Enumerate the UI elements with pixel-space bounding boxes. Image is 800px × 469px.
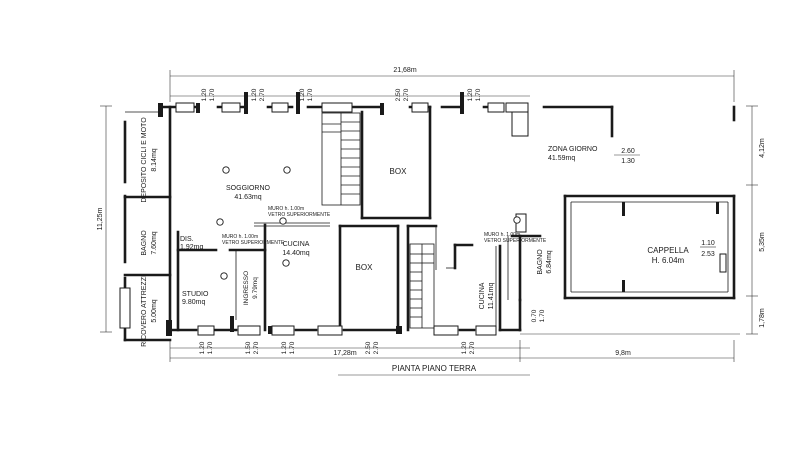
room-area-dis: 1.92mq: [180, 244, 203, 251]
room-area-cucina-main: 14.40mq: [282, 250, 309, 257]
room-label-cucina-main: CUCINA: [283, 241, 310, 248]
room-label-bagno-right: BAGNO 6.84mq: [537, 249, 553, 275]
room-label-studio: STUDIO: [182, 291, 209, 298]
room-label-ingresso: INGRESSO 9.79mq: [243, 271, 259, 305]
svg-text:9.79mq: 9.79mq: [252, 277, 259, 299]
svg-text:1.20: 1.20: [201, 88, 208, 101]
room-area-zona-giorno: 41.59mq: [548, 155, 575, 162]
svg-text:1.70: 1.70: [307, 88, 314, 101]
dim-left-block: 17,28m: [333, 350, 357, 357]
cappella-walls: [563, 194, 736, 300]
svg-text:1.70: 1.70: [209, 88, 216, 101]
room-label-dis: DIS.: [180, 236, 194, 243]
svg-text:1.70: 1.70: [289, 341, 296, 354]
dim-right-top: 4,12m: [759, 138, 766, 158]
svg-text:6.84mq: 6.84mq: [546, 250, 553, 273]
svg-text:1.50: 1.50: [245, 341, 252, 354]
svg-text:1.20: 1.20: [281, 341, 288, 354]
zona-window-dims: 2.60 1.30: [614, 148, 640, 165]
room-label-soggiorno: SOGGIORNO: [226, 185, 271, 192]
note-muro-2-line2: VETRO SUPERIORMENTE: [222, 240, 285, 246]
svg-text:1.70: 1.70: [475, 88, 482, 101]
svg-text:1.20: 1.20: [299, 88, 306, 101]
dim-overall-depth: 11,25m: [97, 207, 104, 230]
svg-text:RICOVERO ATTREZZI: RICOVERO ATTREZZI: [141, 275, 148, 347]
svg-text:BAGNO: BAGNO: [141, 230, 148, 256]
room-label-box-top: BOX: [390, 167, 408, 176]
svg-text:1.10: 1.10: [701, 240, 715, 247]
svg-text:INGRESSO: INGRESSO: [243, 271, 250, 305]
svg-text:1.20: 1.20: [199, 341, 206, 354]
plan-title: PIANTA PIANO TERRA: [392, 364, 477, 373]
svg-text:1.20: 1.20: [251, 88, 258, 101]
svg-text:2.70: 2.70: [403, 88, 410, 101]
note-muro-3-line1: MURO h. 1.00m: [484, 232, 520, 238]
svg-text:CUCINA: CUCINA: [479, 282, 486, 309]
note-muro-1-line2: VETRO SUPERIORMENTE: [268, 212, 331, 218]
dimension-lines: [100, 70, 758, 376]
note-muro-2-line1: MURO h. 1.00m: [222, 234, 258, 240]
room-label-bagno-left: BAGNO 7.60mq: [141, 230, 158, 256]
dim-right-mid: 5,35m: [759, 232, 766, 252]
svg-text:5.00mq: 5.00mq: [151, 299, 158, 322]
svg-text:1.20: 1.20: [467, 88, 474, 101]
window-dims-bottom: 1.20 1.70 1.50 2.70 1.20 1.70 2.50 2.70 …: [199, 341, 476, 354]
svg-text:1.30: 1.30: [621, 158, 635, 165]
room-height-cappella: H. 6.04m: [652, 256, 685, 265]
note-muro-1-line1: MURO h. 1.00m: [268, 206, 304, 212]
cappella-window-dims: 1.10 2.53: [700, 240, 716, 258]
svg-text:2.70: 2.70: [469, 341, 476, 354]
room-label-deposito: DEPOSITO CICLI E MOTO 8.14mq: [141, 117, 158, 203]
windows: [119, 102, 529, 336]
dim-right-block: 9,8m: [615, 350, 631, 357]
ceiling-lights: [216, 166, 521, 280]
wall-stubs: [158, 92, 464, 336]
svg-text:2.60: 2.60: [621, 148, 635, 155]
svg-text:2.70: 2.70: [259, 88, 266, 101]
svg-text:8.14mq: 8.14mq: [151, 148, 158, 171]
svg-text:1.70: 1.70: [207, 341, 214, 354]
svg-text:0.70: 0.70: [531, 309, 538, 322]
svg-text:2.70: 2.70: [373, 341, 380, 354]
svg-text:2.50: 2.50: [395, 88, 402, 101]
svg-text:2.70: 2.70: [253, 341, 260, 354]
svg-text:2.50: 2.50: [365, 341, 372, 354]
svg-text:DEPOSITO CICLI E MOTO: DEPOSITO CICLI E MOTO: [141, 117, 148, 203]
svg-text:1.20: 1.20: [461, 341, 468, 354]
room-label-box-bottom: BOX: [356, 263, 374, 272]
note-muro-3-line2: VETRO SUPERIORMENTE: [484, 238, 547, 244]
room-label-ricovero: RICOVERO ATTREZZI 5.00mq: [141, 275, 158, 347]
svg-text:BAGNO: BAGNO: [537, 249, 544, 275]
svg-text:7.60mq: 7.60mq: [151, 231, 158, 254]
room-label-cappella: CAPPELLA: [647, 246, 689, 255]
svg-text:11.41mq: 11.41mq: [488, 283, 495, 310]
window-dims-side: 0.70 1.70: [531, 309, 546, 322]
dim-overall-width: 21,68m: [393, 67, 417, 74]
window-dims-top: 1.20 1.70 1.20 2.70 1.20 1.70 2.50 2.70 …: [201, 88, 482, 101]
room-label-cucina-small: CUCINA 11.41mq: [479, 282, 495, 309]
interior-walls: [176, 105, 542, 332]
room-area-soggiorno: 41.63mq: [234, 194, 261, 201]
svg-text:1.70: 1.70: [539, 309, 546, 322]
staircase-top: [321, 112, 361, 206]
svg-text:2.53: 2.53: [701, 251, 715, 258]
room-label-zona-giorno: ZONA GIORNO: [548, 146, 598, 153]
dim-right-bottom: 1,78m: [759, 308, 766, 328]
room-area-studio: 9.80mq: [182, 299, 205, 306]
staircase-bottom: [409, 243, 435, 329]
